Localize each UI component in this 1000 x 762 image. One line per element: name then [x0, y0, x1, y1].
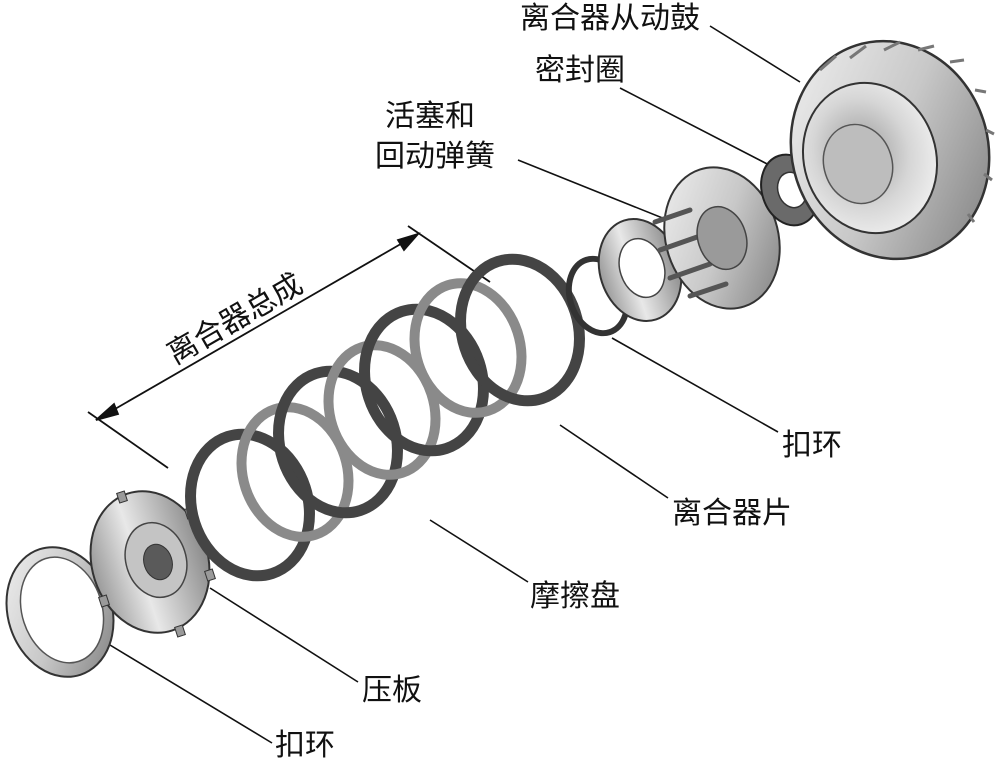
leader-friction-disc — [429, 519, 529, 583]
leader-snap-ring-lower — [104, 641, 273, 744]
leader-piston — [517, 159, 681, 226]
label-assembly: 离合器总成 — [162, 267, 309, 372]
label-drum: 离合器从动鼓 — [520, 1, 700, 36]
label-snap-ring-lower: 扣环 — [275, 728, 335, 762]
leader-clutch-plate — [559, 424, 669, 499]
assembly-dimension — [87, 225, 491, 469]
leader-pressure-plate — [209, 587, 359, 683]
assembly-dim-line — [95, 233, 419, 421]
leader-seal — [619, 87, 776, 169]
assembly-ext-left — [87, 411, 169, 469]
labels: 离合器从动鼓 密封圈 活塞和 回动弹簧 离合器总成 扣环 离合器片 摩擦盘 压板… — [162, 1, 843, 762]
assembly-arrowhead-left — [95, 402, 120, 421]
leader-lines — [104, 25, 801, 744]
label-pressure-plate: 压板 — [362, 673, 422, 708]
assembly-arrowhead-right — [396, 232, 421, 252]
clutch-drum-icon — [789, 39, 995, 261]
disc-stack — [185, 253, 585, 582]
leader-snap-ring-upper — [611, 337, 779, 433]
label-snap-ring-upper: 扣环 — [782, 428, 842, 463]
label-piston-line1: 活塞和 — [385, 99, 475, 134]
label-clutch-plate: 离合器片 — [672, 496, 792, 531]
pressure-plate-icon — [89, 490, 216, 638]
label-piston-line2: 回动弹簧 — [375, 139, 495, 174]
leader-drum — [709, 25, 801, 83]
friction-disc-icon — [185, 428, 315, 582]
friction-disc-icon — [359, 303, 489, 457]
snap-ring-lower-icon — [5, 546, 115, 678]
friction-disc-icon — [273, 365, 403, 519]
label-seal: 密封圈 — [535, 53, 625, 88]
label-friction-disc: 摩擦盘 — [530, 579, 620, 614]
clutch-plate-icon — [409, 278, 527, 418]
piston-spring-icon — [597, 166, 781, 322]
